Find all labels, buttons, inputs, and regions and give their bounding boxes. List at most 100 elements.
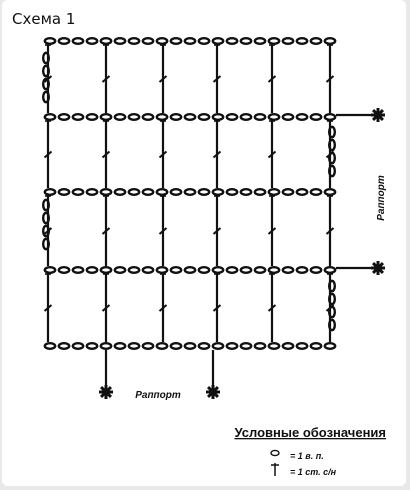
double-crochet-slash xyxy=(212,75,222,83)
chain-stitch xyxy=(295,187,309,196)
double-crochet-slash xyxy=(267,227,277,235)
chain-stitch xyxy=(43,112,57,121)
chain-stitch xyxy=(99,342,113,351)
double-crochet-slash xyxy=(158,304,168,312)
chain-stitch xyxy=(113,187,127,196)
chain-stitch xyxy=(197,112,211,121)
chain-stitch xyxy=(309,342,323,351)
chain-stitch xyxy=(169,342,183,351)
chain-stitch xyxy=(113,37,127,46)
chain-stitch xyxy=(71,37,85,46)
chain-stitch xyxy=(57,266,71,275)
turning-chain xyxy=(42,51,51,104)
double-crochet-slash xyxy=(267,75,277,83)
chain-stitch xyxy=(309,187,323,196)
chain-stitch xyxy=(225,266,239,275)
chain-stitch xyxy=(328,151,337,165)
chain-stitch xyxy=(169,37,183,46)
turning-chain xyxy=(42,198,51,251)
diagram-card: Схема 1 xyxy=(2,0,406,486)
chain-stitch xyxy=(309,112,323,121)
chain-stitch xyxy=(211,112,225,121)
stitch-row xyxy=(43,37,337,46)
chain-stitch xyxy=(253,112,267,121)
double-crochet-slash xyxy=(158,150,168,159)
chain-stitch xyxy=(183,112,197,121)
chain-stitch xyxy=(42,237,51,251)
chain-stitch xyxy=(71,187,85,196)
chain-stitch xyxy=(281,342,295,351)
chain-stitch xyxy=(141,266,155,275)
chain-stitch xyxy=(328,318,337,332)
stitch-row xyxy=(43,112,337,121)
chain-stitch xyxy=(328,279,337,293)
chain-stitch xyxy=(183,37,197,46)
stitch-rows xyxy=(43,37,337,351)
chain-stitch xyxy=(43,342,57,351)
chain-stitch xyxy=(42,64,51,78)
legend-item-dc: = 1 ст. с/н xyxy=(290,467,337,477)
chain-stitch xyxy=(85,187,99,196)
chain-stitch xyxy=(211,187,225,196)
repeat-star xyxy=(371,261,385,275)
chain-stitch xyxy=(57,37,71,46)
chain-stitch xyxy=(328,125,337,139)
chain-stitch xyxy=(309,37,323,46)
chain-stitch xyxy=(42,51,51,65)
chain-stitch xyxy=(99,266,113,275)
chain-stitch xyxy=(71,342,85,351)
chain-stitch xyxy=(155,37,169,46)
chain-stitch xyxy=(225,112,239,121)
chain-stitch xyxy=(85,342,99,351)
chain-stitch xyxy=(85,266,99,275)
chain-stitch xyxy=(239,266,253,275)
chain-stitch xyxy=(328,292,337,306)
chain-stitch xyxy=(197,187,211,196)
chain-stitch xyxy=(141,187,155,196)
repeat-markers xyxy=(99,108,385,399)
legend-heading: Условные обозначения xyxy=(235,425,386,440)
legend-item-chain: = 1 в. п. xyxy=(290,451,324,461)
chain-stitch xyxy=(155,266,169,275)
double-crochet-slash xyxy=(101,227,111,235)
chain-stitch xyxy=(323,266,337,275)
chain-stitch xyxy=(267,187,281,196)
double-crochet-slash xyxy=(267,304,277,312)
chain-stitch xyxy=(211,37,225,46)
chain-stitch xyxy=(295,266,309,275)
chain-stitch xyxy=(57,187,71,196)
chain-stitch-icon xyxy=(270,449,280,457)
chain-stitch xyxy=(239,187,253,196)
chain-stitch xyxy=(328,164,337,178)
chain-stitch xyxy=(183,187,197,196)
chain-stitch xyxy=(295,112,309,121)
chain-stitch xyxy=(211,342,225,351)
chain-stitch xyxy=(85,37,99,46)
chain-stitch xyxy=(267,342,281,351)
chain-stitch xyxy=(113,342,127,351)
chain-stitch xyxy=(141,37,155,46)
chain-stitch xyxy=(99,187,113,196)
chain-stitch xyxy=(225,187,239,196)
chain-stitch xyxy=(323,342,337,351)
chain-stitch xyxy=(183,266,197,275)
chain-stitch xyxy=(42,198,51,212)
chain-stitch xyxy=(197,266,211,275)
chain-stitch xyxy=(267,112,281,121)
chain-stitch xyxy=(239,342,253,351)
double-crochet-slash xyxy=(158,75,168,83)
chain-stitch xyxy=(267,37,281,46)
chain-stitch xyxy=(323,112,337,121)
chain-stitch xyxy=(323,187,337,196)
chain-stitch xyxy=(127,112,141,121)
chain-stitch xyxy=(43,266,57,275)
chain-stitch xyxy=(253,187,267,196)
chain-stitch xyxy=(71,112,85,121)
double-crochet-slash xyxy=(325,227,335,235)
chain-stitch xyxy=(127,37,141,46)
chain-stitch xyxy=(253,37,267,46)
chain-stitch xyxy=(141,112,155,121)
dc-row xyxy=(43,44,335,113)
chain-stitch xyxy=(328,305,337,319)
